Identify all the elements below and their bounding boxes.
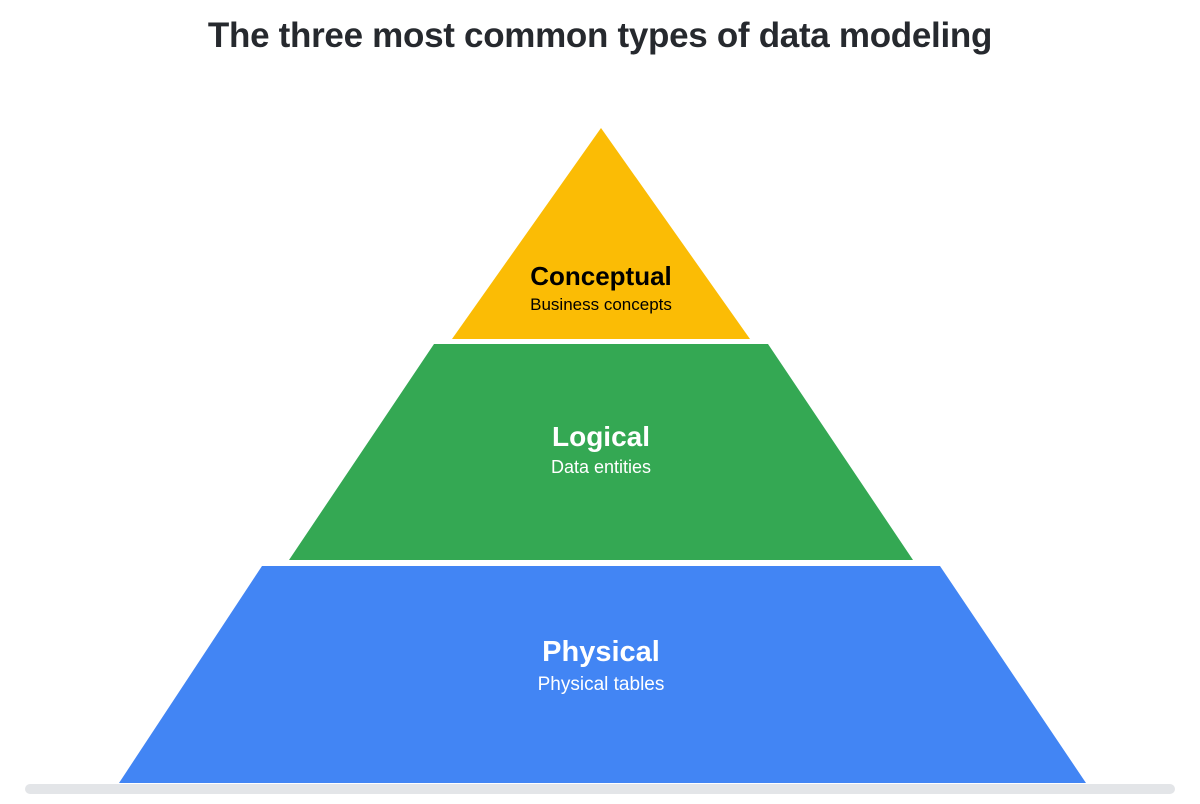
pyramid-tier-conceptual[interactable] — [452, 128, 750, 339]
pyramid-tier-physical[interactable] — [119, 566, 1086, 783]
baseline-bar — [25, 784, 1175, 794]
page-title: The three most common types of data mode… — [207, 16, 993, 55]
pyramid-tier-logical[interactable] — [289, 344, 913, 560]
